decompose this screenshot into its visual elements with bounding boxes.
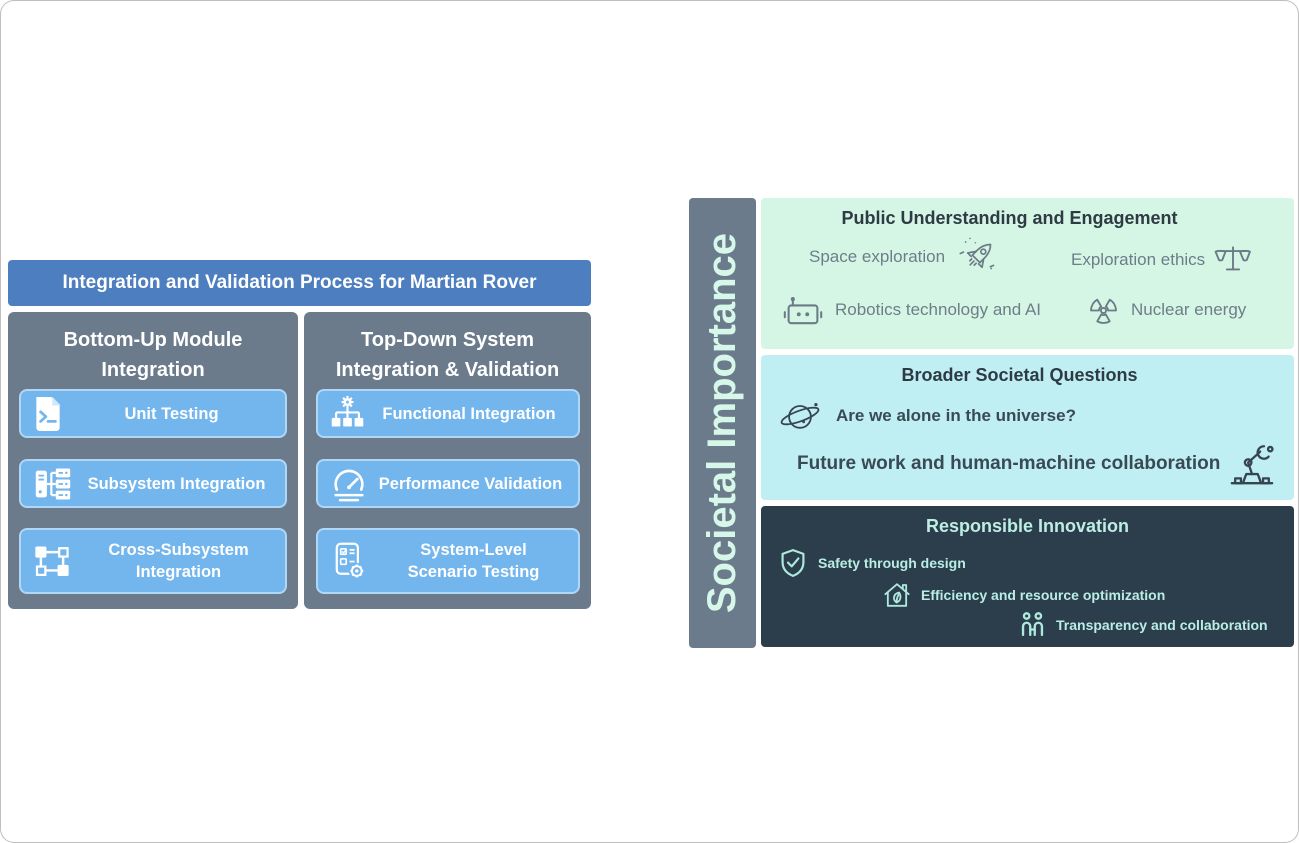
panel-title: Responsible Innovation	[925, 516, 1130, 536]
societal-importance-label: Societal Importance	[700, 232, 744, 614]
item-label: Efficiency and resource optimization	[921, 587, 1166, 603]
robot-head-icon	[781, 293, 825, 328]
panel-broader-questions: Broader Societal Questions Are we alone …	[761, 355, 1294, 500]
column-bottom-up: Bottom-Up Module Integration Unit Testin…	[8, 312, 298, 609]
item-label: Space exploration	[809, 247, 946, 266]
item-label: Subsystem Integration	[87, 474, 266, 493]
gauge-icon	[329, 465, 369, 503]
item-space-exploration: Space exploration	[809, 234, 1001, 280]
societal-importance-bar: Societal Importance	[689, 198, 756, 648]
item-system-level-scenario-testing: System-Level Scenario Testing	[316, 528, 580, 594]
item-unit-testing: Unit Testing	[19, 389, 287, 438]
item-label: Future work and human-machine collaborat…	[797, 453, 1221, 474]
scales-icon	[1213, 244, 1253, 276]
item-label: Exploration ethics	[1071, 250, 1206, 269]
planet-icon	[776, 396, 824, 436]
panel-responsible-innovation: Responsible Innovation Safety through de…	[761, 506, 1294, 647]
item-subsystem-integration: Subsystem Integration	[19, 459, 287, 508]
item-functional-integration: Functional Integration	[316, 389, 580, 438]
item-label: Nuclear energy	[1131, 300, 1247, 319]
item-label: Are we alone in the universe?	[836, 406, 1076, 425]
people-icon	[1019, 611, 1046, 639]
item-performance-validation: Performance Validation	[316, 459, 580, 508]
item-transparency-collaboration: Transparency and collaboration	[1019, 609, 1268, 641]
radiation-icon	[1086, 293, 1121, 328]
item-label: Functional Integration	[382, 404, 556, 423]
item-label: Unit Testing	[124, 404, 219, 423]
item-future-work: Future work and human-machine collaborat…	[797, 441, 1276, 487]
server-rack-icon	[32, 464, 74, 504]
panel-title: Public Understanding and Engagement	[841, 208, 1178, 228]
item-safety-design: Safety through design	[779, 545, 966, 581]
item-label: Transparency and collaboration	[1056, 617, 1268, 633]
rocket-icon	[955, 234, 1001, 280]
column-title: Bottom-Up Module Integration	[63, 329, 243, 381]
left-diagram-title: Integration and Validation Process for M…	[8, 260, 591, 306]
file-terminal-icon	[32, 396, 64, 432]
panel-title: Broader Societal Questions	[901, 365, 1138, 385]
column-top-down: Top-Down System Integration & Validation…	[304, 312, 591, 609]
item-robotics-technology: Robotics technology and AI	[781, 290, 1041, 330]
item-label: Performance Validation	[378, 474, 563, 493]
item-label: System-Level Scenario Testing	[407, 541, 540, 581]
robot-arm-icon	[1228, 441, 1276, 487]
item-label: Robotics technology and AI	[835, 300, 1042, 319]
item-nuclear-energy: Nuclear energy	[1086, 290, 1246, 330]
item-alone-universe: Are we alone in the universe?	[776, 394, 1076, 438]
column-title: Top-Down System Integration & Validation	[335, 329, 560, 381]
item-exploration-ethics: Exploration ethics	[1071, 240, 1253, 280]
item-efficiency-optimization: Efficiency and resource optimization	[882, 577, 1165, 613]
checklist-gear-icon	[329, 541, 369, 581]
item-label: Cross-Subsystem Integration	[108, 541, 249, 581]
item-cross-subsystem-integration: Cross-Subsystem Integration	[19, 528, 287, 594]
hierarchy-gear-icon	[329, 395, 366, 432]
network-nodes-icon	[32, 541, 72, 581]
panel-public-understanding: Public Understanding and Engagement Spac…	[761, 198, 1294, 349]
shield-check-icon	[779, 548, 807, 578]
item-label: Safety through design	[818, 555, 966, 571]
house-leaf-icon	[882, 580, 912, 610]
